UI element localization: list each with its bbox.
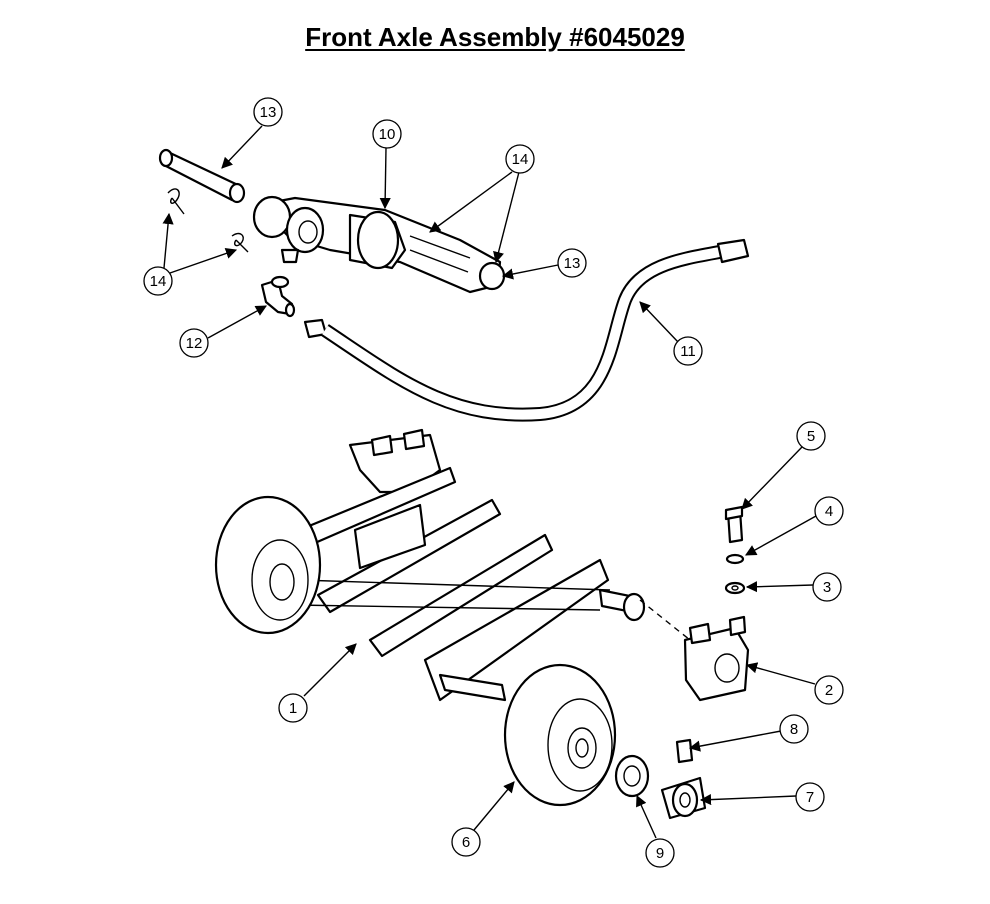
pivot-bearing-block	[639, 599, 750, 702]
axle-frame	[273, 428, 646, 702]
callout-14-right: 14	[505, 144, 535, 174]
svg-text:6: 6	[462, 834, 470, 851]
callout-11: 11	[673, 336, 703, 366]
hydraulic-hose	[303, 238, 750, 422]
callout-1: 1	[278, 693, 308, 723]
svg-text:5: 5	[807, 428, 815, 445]
cylinder-pin-upper	[158, 148, 246, 204]
leader-lines	[162, 125, 817, 839]
svg-text:1: 1	[289, 700, 297, 717]
callout-13-upper: 13	[253, 97, 283, 127]
collar-and-washer	[614, 738, 707, 820]
callout-2: 2	[814, 675, 844, 705]
bolt-and-washers	[724, 505, 746, 595]
svg-text:7: 7	[806, 789, 814, 806]
svg-text:9: 9	[656, 845, 664, 862]
callout-8: 8	[779, 714, 809, 744]
svg-text:14: 14	[512, 151, 529, 168]
front-wheel	[503, 663, 617, 807]
callout-7: 7	[795, 782, 825, 812]
callout-4: 4	[814, 496, 844, 526]
callout-12: 12	[179, 328, 209, 358]
svg-text:8: 8	[790, 721, 798, 738]
svg-text:2: 2	[825, 682, 833, 699]
callout-9: 9	[645, 838, 675, 868]
svg-text:3: 3	[823, 579, 831, 596]
svg-text:13: 13	[564, 255, 581, 272]
svg-text:10: 10	[379, 126, 396, 143]
callout-10: 10	[372, 119, 402, 149]
svg-text:12: 12	[186, 335, 203, 352]
steering-cylinder	[252, 195, 506, 294]
hair-pin-clips	[167, 188, 249, 253]
rear-wheel	[214, 495, 322, 635]
callout-14-left: 14	[143, 266, 173, 296]
callout-5: 5	[796, 421, 826, 451]
callout-3: 3	[812, 572, 842, 602]
page-title: Front Axle Assembly #6045029	[305, 22, 685, 52]
svg-text:13: 13	[260, 104, 277, 121]
svg-text:4: 4	[825, 503, 833, 520]
callout-13-right: 13	[557, 248, 587, 278]
callout-6: 6	[451, 827, 481, 857]
elbow-fitting	[260, 275, 296, 318]
svg-text:14: 14	[150, 273, 167, 290]
svg-text:11: 11	[680, 343, 696, 360]
